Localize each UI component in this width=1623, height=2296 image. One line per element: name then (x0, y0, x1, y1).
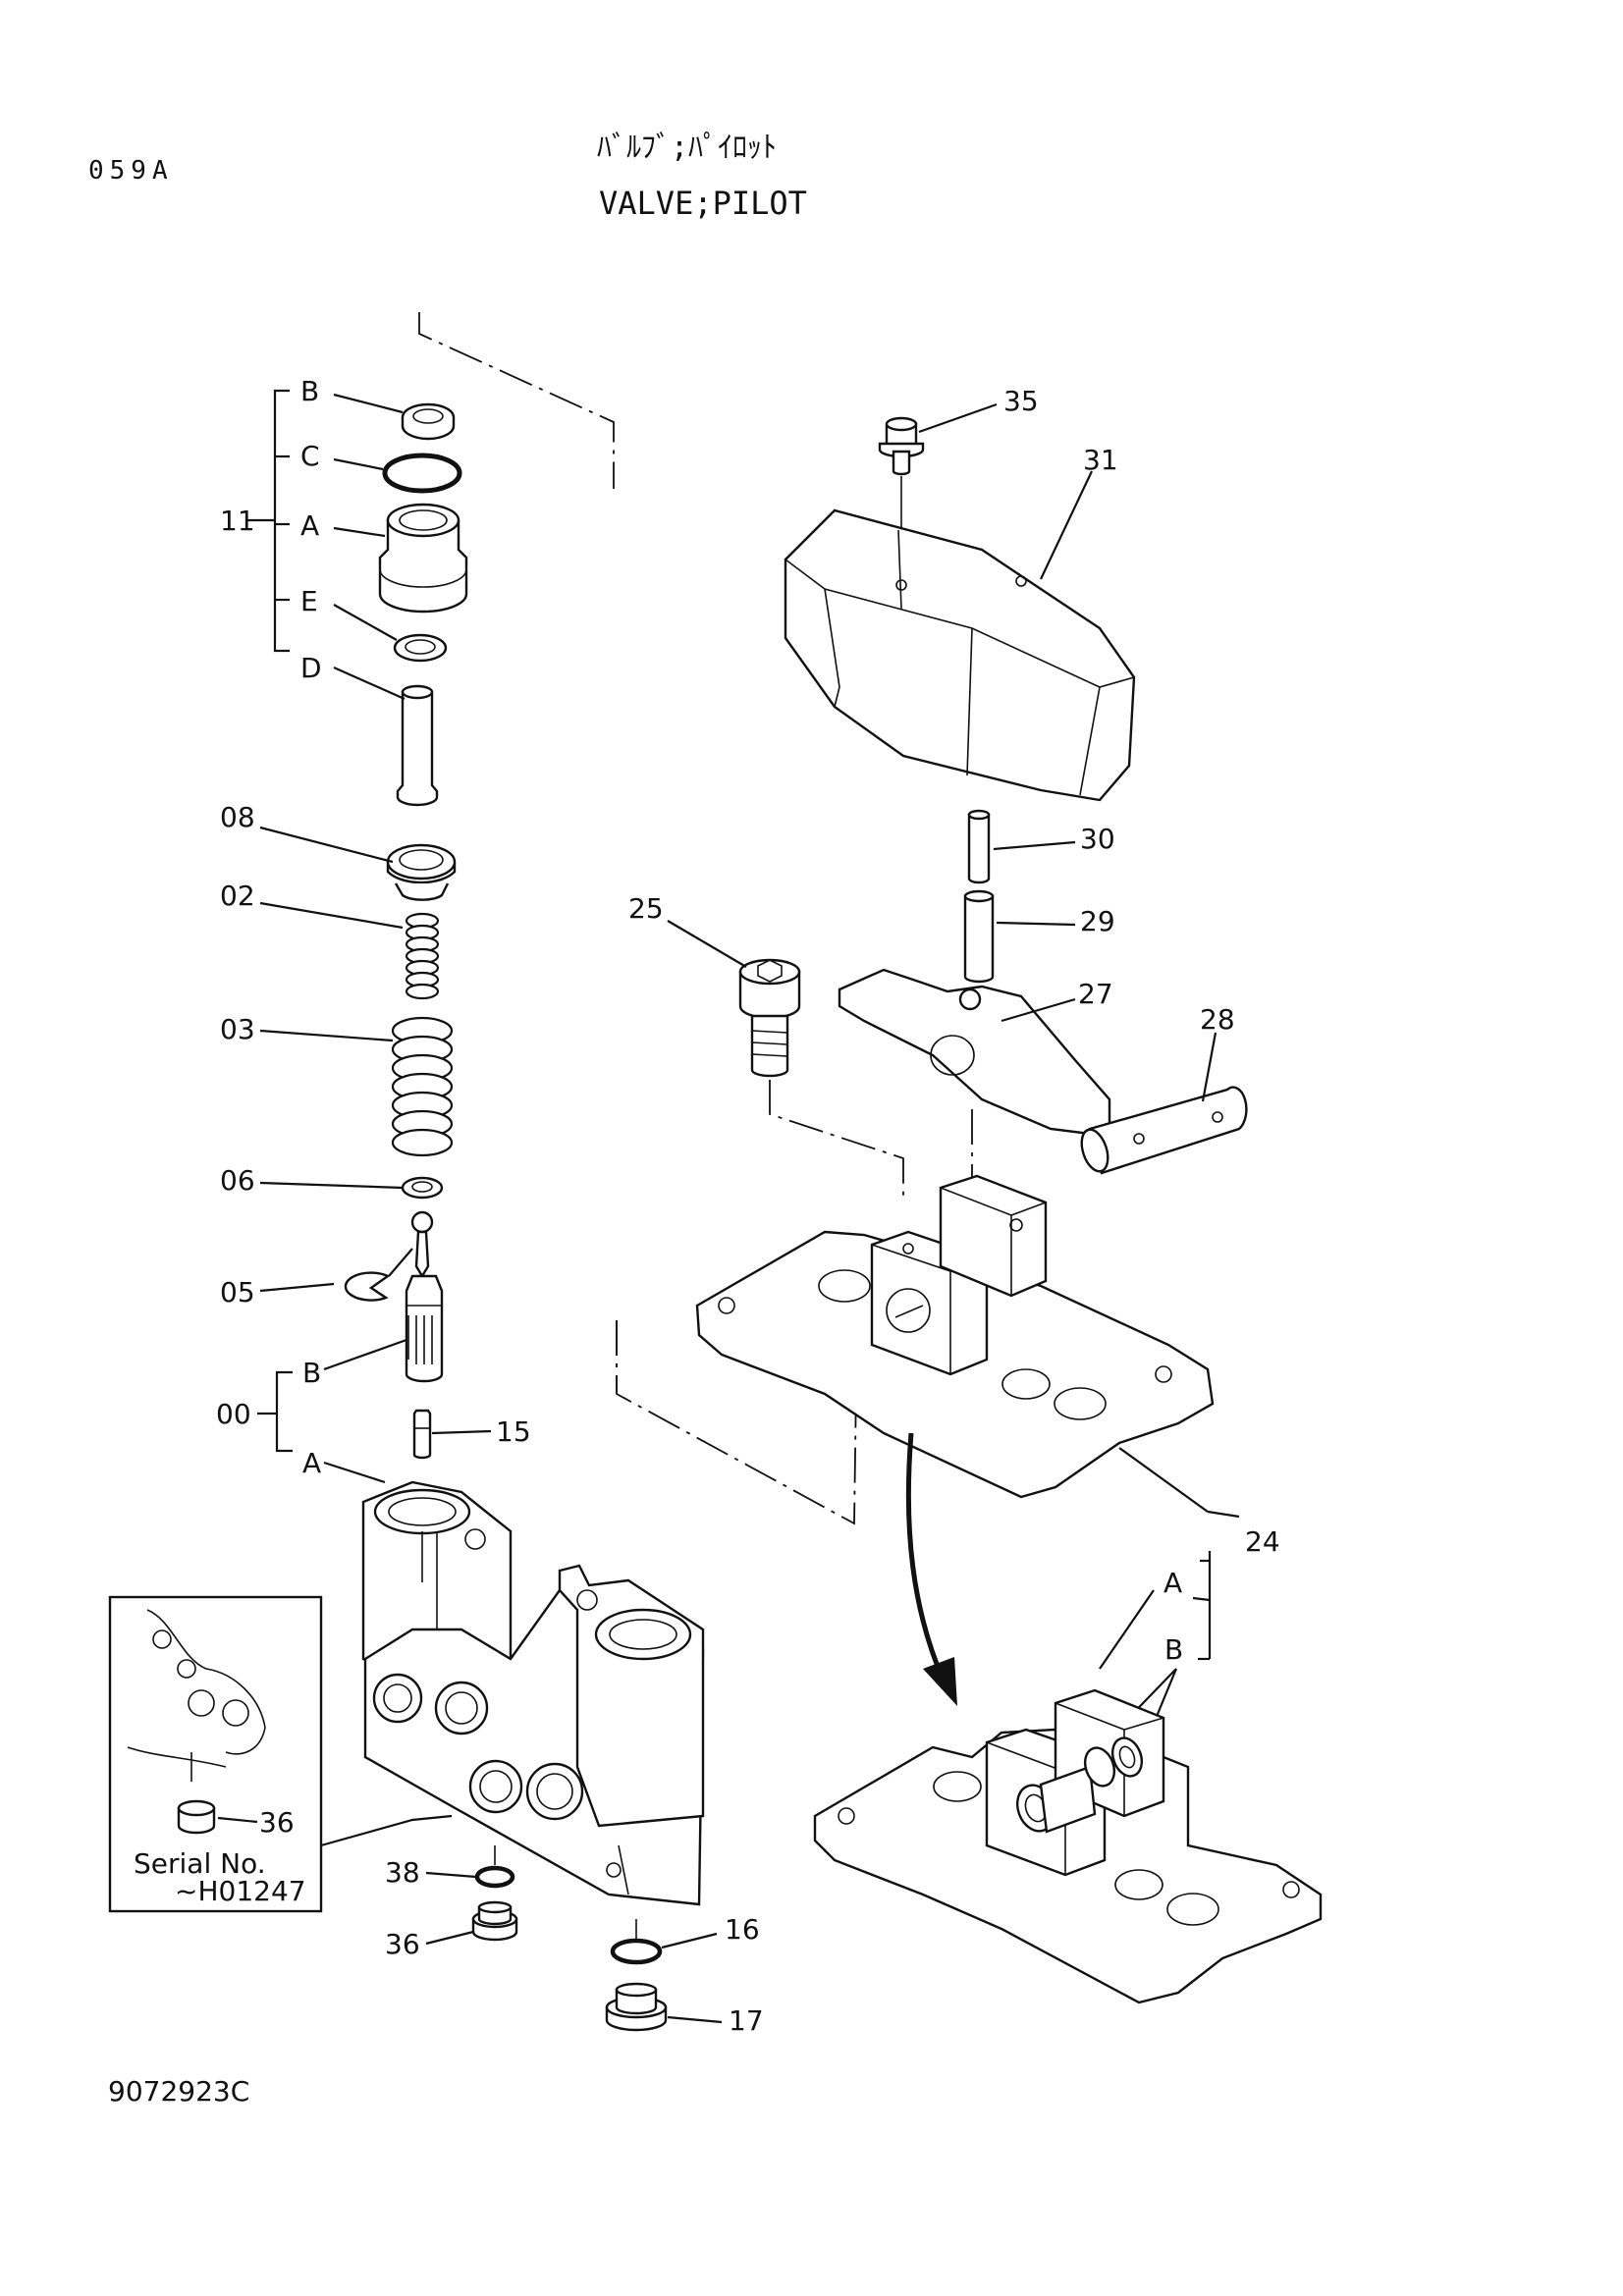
bracket-group-00 (257, 1370, 293, 1453)
label-27: 27 (1078, 978, 1113, 1010)
label-25: 25 (628, 892, 664, 925)
part-16-o-ring (610, 1919, 663, 1965)
label-11-c: C (300, 440, 320, 472)
arrow-icon (905, 1432, 957, 1706)
label-28: 28 (1200, 1003, 1235, 1036)
label-31: 31 (1083, 444, 1118, 476)
label-29: 29 (1080, 905, 1115, 937)
part-35-bolt (878, 402, 998, 579)
part-11-a-sleeve (378, 503, 468, 614)
label-11-b: B (300, 375, 319, 407)
part-11-e-ring (393, 633, 448, 663)
part-03-outer-spring (391, 1016, 454, 1157)
part-11-d-pusher (396, 684, 439, 807)
title-english: VALVE;PILOT (599, 185, 807, 222)
part-08-spring-seat (386, 843, 457, 901)
label-36: 36 (385, 1928, 420, 1960)
title-japanese: ﾊﾞﾙﾌﾞ;ﾊﾟｲﾛｯﾄ (597, 131, 777, 165)
part-17-plug (605, 1982, 668, 2032)
part-30-pin (967, 809, 1076, 884)
label-00-a: A (302, 1447, 321, 1479)
spring-coil (405, 983, 440, 1000)
label-24-a: A (1163, 1567, 1182, 1599)
part-00-a-valve-body (361, 1480, 705, 1906)
part-11-b-ring (401, 402, 456, 441)
label-35: 35 (1003, 385, 1039, 417)
label-30: 30 (1080, 823, 1115, 855)
spring-coil (391, 1128, 454, 1157)
page-code: 059A (88, 156, 174, 186)
leaders-bottom (425, 1871, 723, 2024)
label-00-b: B (302, 1357, 321, 1389)
label-05: 05 (220, 1276, 255, 1308)
part-27-lever (838, 968, 1111, 1136)
label-24-b: B (1164, 1633, 1183, 1666)
part-00-b-spool (405, 1210, 444, 1383)
inset-label-36: 36 (259, 1806, 295, 1839)
part-31-cover (784, 470, 1136, 802)
part-24-plate-upper (695, 1174, 1240, 1519)
drawing-number: 9072923C (108, 2075, 249, 2108)
label-11-a: A (300, 509, 319, 542)
bracket-group-11 (245, 389, 290, 653)
part-24-plate-lower (813, 1688, 1323, 2004)
part-05-clip (344, 1248, 413, 1302)
label-02: 02 (220, 880, 255, 912)
part-28-shaft (1080, 1032, 1248, 1175)
leaders-group-11 (333, 393, 406, 701)
label-11-e: E (300, 585, 318, 617)
label-15: 15 (496, 1415, 531, 1448)
label-16: 16 (725, 1913, 760, 1946)
label-03: 03 (220, 1013, 255, 1045)
label-08: 08 (220, 801, 255, 833)
part-11-c-o-ring (382, 453, 462, 494)
inset-detail-box (108, 1595, 323, 1913)
centerline-dash-top (418, 312, 615, 489)
part-38-o-ring (474, 1845, 515, 1889)
part-29-pin (963, 889, 1076, 984)
part-02-inner-spring (405, 912, 440, 1000)
label-38: 38 (385, 1856, 420, 1889)
label-00: 00 (216, 1398, 251, 1430)
part-06-washer (401, 1176, 444, 1200)
label-17: 17 (729, 2004, 764, 2037)
inset-serial-label: Serial No. (134, 1847, 266, 1880)
part-15-pin (412, 1409, 432, 1460)
part-25-socket-screw (667, 920, 801, 1078)
inset-pointer (320, 1814, 453, 1847)
label-11: 11 (220, 505, 255, 537)
label-06: 06 (220, 1164, 255, 1197)
inset-serial-range: ~H01247 (175, 1875, 306, 1907)
leaders-stack (259, 826, 492, 1484)
label-11-d: D (300, 652, 322, 684)
part-36-plug (471, 1900, 518, 1942)
label-24: 24 (1245, 1525, 1280, 1558)
